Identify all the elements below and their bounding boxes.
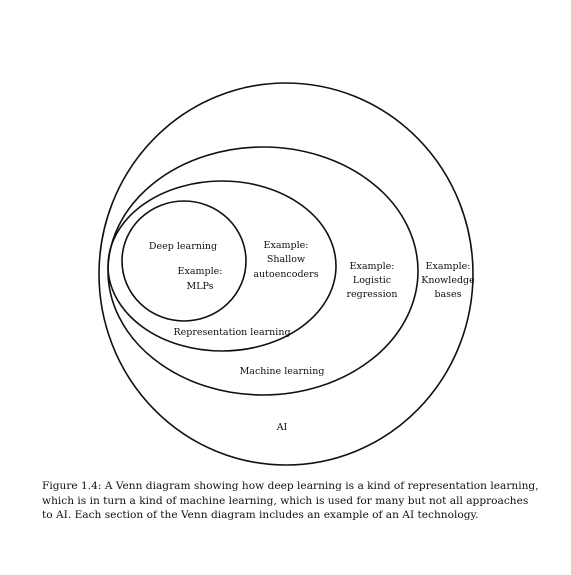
logistic-regression-example-name-line1: Logistic (353, 275, 391, 286)
logistic-regression-example-heading: Example: (350, 261, 395, 272)
knowledge-bases-example-name-line2: bases (434, 289, 461, 300)
mlps-example-name: MLPs (186, 281, 213, 292)
ai-set-boundary (98, 82, 474, 466)
representation-learning-set-boundary (107, 180, 337, 352)
knowledge-bases-example-name-line1: Knowledge (421, 275, 475, 286)
venn-diagram: Deep learning Example: MLPs Example: Sha… (98, 82, 475, 466)
mlps-example-heading: Example: (178, 266, 223, 277)
ai-label: AI (276, 422, 288, 433)
shallow-autoencoders-example-name-line1: Shallow (267, 254, 305, 265)
figure-caption: Figure 1.4: A Venn diagram showing how d… (42, 479, 542, 523)
shallow-autoencoders-example-heading: Example: (264, 240, 309, 251)
deep-learning-set-boundary (121, 200, 247, 322)
deep-learning-label: Deep learning (149, 241, 217, 252)
caption-line: which is in turn a kind of machine learn… (42, 494, 529, 507)
caption-line: Figure 1.4: A Venn diagram showing how d… (42, 480, 539, 492)
knowledge-bases-example-heading: Example: (426, 261, 471, 272)
representation-learning-label: Representation learning (173, 327, 290, 338)
logistic-regression-example-name-line2: regression (346, 289, 397, 300)
machine-learning-label: Machine learning (240, 366, 325, 377)
shallow-autoencoders-example-name-line2: autoencoders (253, 269, 318, 280)
caption-line: to AI. Each section of the Venn diagram … (42, 509, 479, 521)
